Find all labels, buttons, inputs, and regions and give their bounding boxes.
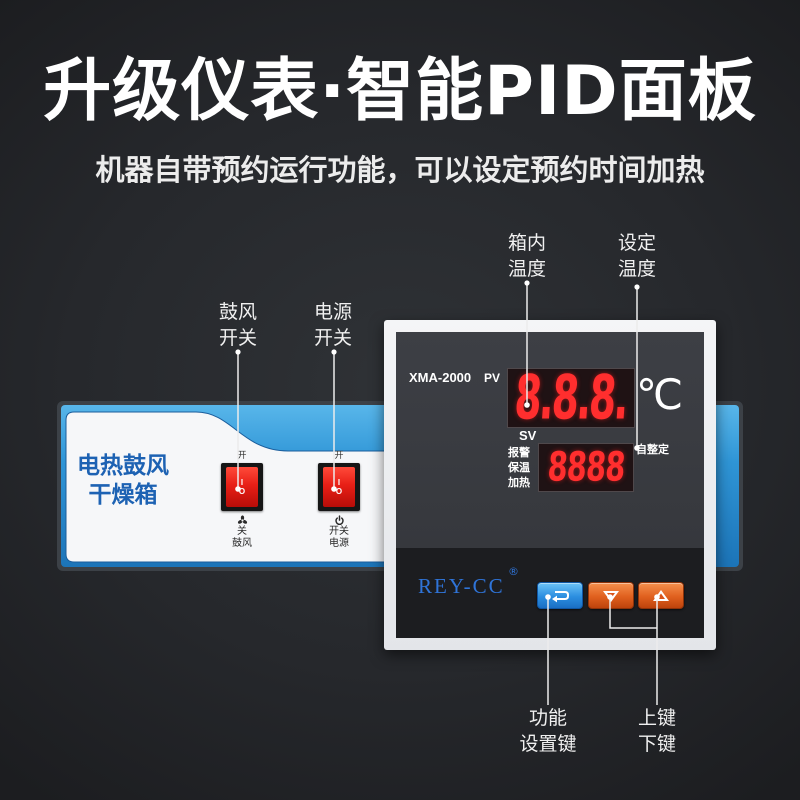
product-name: 电热鼓风 干燥箱	[68, 452, 178, 510]
callout-line: 电源	[313, 301, 352, 323]
sv-label: SV	[519, 428, 537, 443]
callout-line: 上键	[637, 707, 676, 729]
switch-caption-line: 开关	[329, 526, 349, 537]
pv-display-value: 8.8.8.	[512, 368, 630, 428]
callout-line: 鼓风	[218, 301, 257, 323]
fan-icon	[222, 515, 262, 526]
registered-mark: ®	[508, 565, 519, 578]
callout-line: 开关	[218, 327, 257, 349]
rocker-off-mark: O	[335, 487, 343, 496]
callout-function-key: 功能 设置键	[508, 705, 588, 757]
controller-display-face	[396, 332, 704, 548]
callout-chamber-temperature: 箱内 温度	[487, 230, 567, 282]
indicator-heat: 加热	[508, 476, 530, 489]
model-number: XMA-2000	[409, 370, 472, 385]
blower-switch-on-label: 开	[237, 451, 247, 461]
indicator-hold: 保温	[508, 461, 530, 474]
product-name-line: 电热鼓风	[77, 453, 169, 479]
callout-line: 设置键	[519, 733, 577, 755]
callout-set-temperature: 设定 温度	[597, 230, 677, 282]
rocker-off-mark: O	[238, 487, 246, 496]
blower-switch-caption: 关 鼓风	[222, 515, 262, 550]
power-switch-caption: 开关 电源	[319, 515, 359, 550]
rocker-on-mark: I	[240, 478, 244, 487]
callout-line: 开关	[313, 327, 352, 349]
pv-display: 8.8.8.	[507, 368, 635, 428]
callout-line: 温度	[617, 258, 656, 280]
down-button[interactable]	[588, 582, 634, 609]
callout-line: 下键	[637, 733, 676, 755]
callout-line: 设定	[617, 232, 656, 254]
callout-blower-switch: 鼓风 开关	[198, 299, 278, 351]
up-arrow-icon	[651, 589, 671, 603]
rocker-on-mark: I	[337, 478, 341, 487]
switch-caption-line: 鼓风	[232, 538, 252, 549]
power-switch-on-label: 开	[334, 451, 344, 461]
down-arrow-icon	[601, 589, 621, 603]
callout-line: 温度	[507, 258, 546, 280]
sv-display: 8888	[538, 443, 634, 492]
blower-rocker-switch[interactable]: I O	[221, 463, 263, 511]
up-button[interactable]	[638, 582, 684, 609]
switch-caption-line: 关	[237, 526, 247, 537]
headline: 升级仪表·智能PID面板	[43, 52, 757, 131]
rocker-paddle[interactable]: I O	[226, 467, 258, 507]
cycle-icon	[548, 588, 572, 603]
indicator-labels: 报警 保温 加热	[505, 445, 533, 490]
callout-up-down-keys: 上键 下键	[617, 705, 697, 757]
rocker-paddle[interactable]: I O	[323, 467, 355, 507]
callout-power-switch: 电源 开关	[293, 299, 373, 351]
power-icon	[319, 515, 359, 526]
callout-line: 箱内	[507, 232, 546, 254]
callout-line: 功能	[528, 707, 567, 729]
celsius-unit: ℃	[636, 370, 684, 419]
autotune-label: 自整定	[636, 443, 669, 456]
subheadline: 机器自带预约运行功能，可以设定预约时间加热	[95, 153, 705, 187]
function-set-button[interactable]	[537, 582, 583, 609]
pv-label: PV	[484, 371, 501, 385]
sv-display-value: 8888	[545, 443, 627, 490]
power-rocker-switch[interactable]: I O	[318, 463, 360, 511]
indicator-alarm: 报警	[508, 446, 530, 459]
brand-logo: REY-CC	[418, 574, 505, 598]
switch-caption-line: 电源	[329, 538, 349, 549]
product-name-line: 干燥箱	[88, 482, 158, 508]
